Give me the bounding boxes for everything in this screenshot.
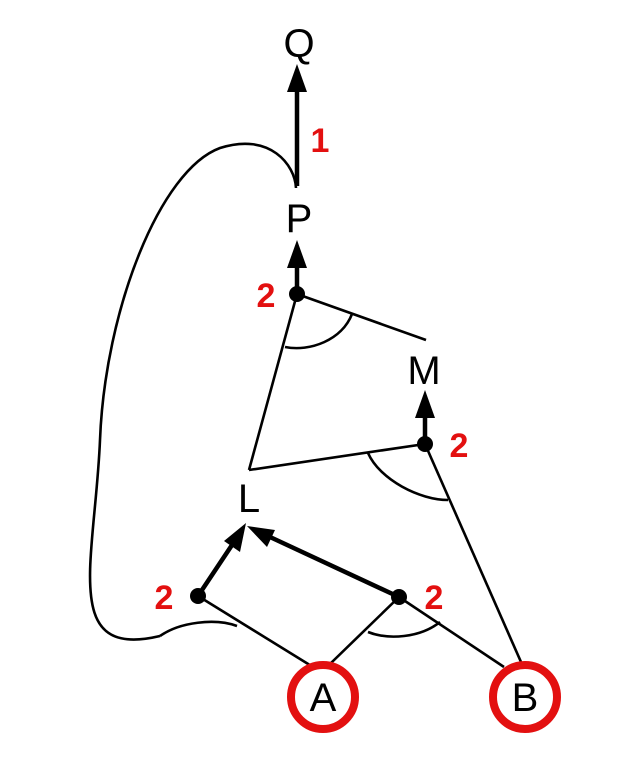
arrowhead-q xyxy=(287,64,307,92)
highlight-ring-b xyxy=(489,661,561,733)
node-b-label: B xyxy=(512,676,539,720)
weight-and-l-right: 2 xyxy=(425,579,444,617)
edge-left-and-to-l xyxy=(196,543,234,598)
node-a-label: A xyxy=(310,676,337,720)
weight-and-p: 2 xyxy=(257,277,276,315)
node-l-label: L xyxy=(238,477,260,521)
weight-q-p: 1 xyxy=(311,122,330,160)
weight-and-m: 2 xyxy=(450,427,469,465)
node-p-label: P xyxy=(286,197,313,241)
arrowhead-p xyxy=(287,240,307,268)
and-arc-p xyxy=(284,313,354,350)
and-arc-m xyxy=(366,452,449,502)
and-arc-l-left xyxy=(159,620,238,638)
edge-a-to-right-and xyxy=(330,596,400,664)
node-m-label: M xyxy=(407,349,440,393)
weight-and-l-left: 2 xyxy=(155,579,174,617)
feedback-loop-edge xyxy=(88,142,298,641)
edge-a-to-left-and xyxy=(197,594,314,669)
highlight-ring-a xyxy=(287,661,359,733)
and-arc-l-right xyxy=(367,620,441,638)
arrowhead-m xyxy=(415,390,435,418)
edge-l-to-and-m xyxy=(248,442,426,472)
edge-b-to-and-m xyxy=(423,443,523,663)
node-q-label: Q xyxy=(283,22,314,66)
arrowhead-l-right xyxy=(247,526,275,547)
arrowhead-l-left xyxy=(224,523,246,552)
edge-l-to-and-p xyxy=(247,293,299,471)
edge-m-to-and-p xyxy=(296,292,427,342)
edge-b-to-right-and xyxy=(398,595,505,669)
edge-right-and-to-l xyxy=(269,534,400,600)
